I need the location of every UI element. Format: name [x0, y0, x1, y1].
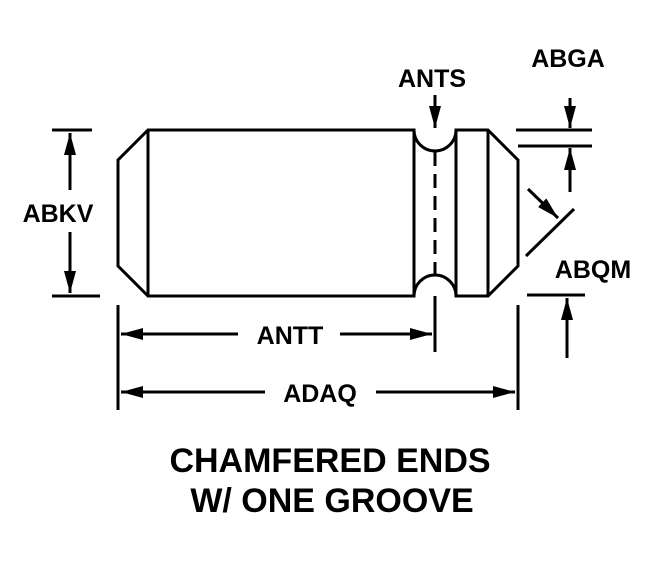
pin-outline [116, 128, 520, 298]
label-antt: ANTT [257, 322, 324, 350]
title-line-2: W/ ONE GROOVE [190, 482, 473, 520]
label-ants: ANTS [398, 65, 466, 93]
label-adaq: ADAQ [283, 380, 357, 408]
label-abkv: ABKV [23, 200, 94, 228]
title-line-1: CHAMFERED ENDS [169, 442, 490, 480]
label-abqm: ABQM [555, 256, 631, 284]
label-abga: ABGA [531, 45, 605, 73]
